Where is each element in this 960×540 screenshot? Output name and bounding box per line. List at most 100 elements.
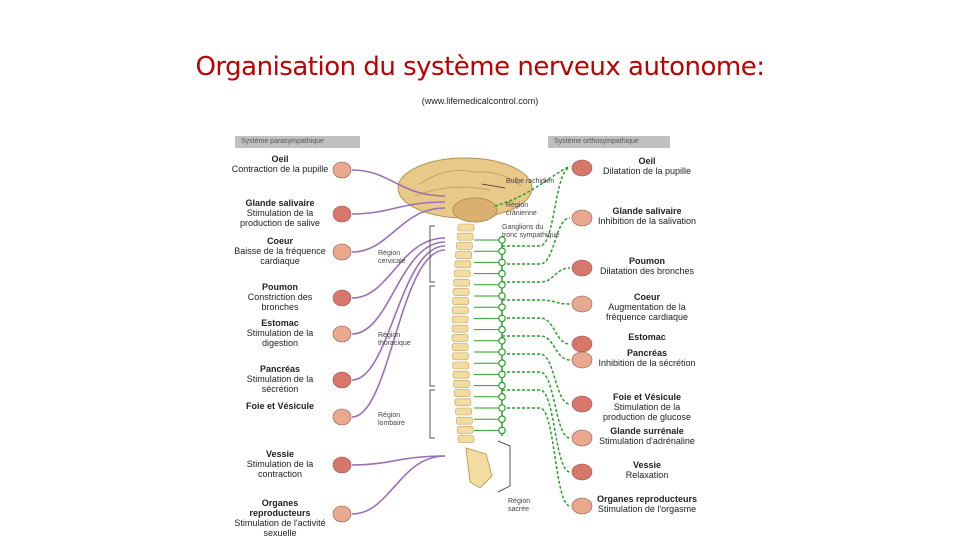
ortho-nerve-line (502, 371, 571, 439)
ortho-organ-name: Oeil (638, 156, 656, 166)
ortho-nerve-line (502, 267, 571, 283)
para-organ-name: Foie et Vésicule (245, 401, 315, 411)
ortho-organ-effect: Dilatation de la pupille (602, 166, 692, 176)
para-nerve-line (351, 455, 446, 515)
vertebra (456, 232, 474, 241)
ortho-organ-icon (571, 259, 593, 277)
ortho-organ-icon (571, 335, 593, 353)
organ-illustrations (332, 159, 593, 523)
ganglion-node (498, 269, 506, 278)
brain-fold (419, 170, 523, 187)
ganglion-node (498, 281, 506, 289)
para-organ-icon (332, 205, 352, 223)
para-organ-icon (332, 505, 352, 523)
ortho-organ-name: Poumon (629, 256, 665, 266)
para-organ-name: Oeil (271, 154, 289, 164)
ortho-organ-icon (571, 429, 593, 447)
spinal-column (451, 223, 493, 489)
region-label-cervicale: Région cervicale (378, 250, 406, 265)
ortho-nerve-line (502, 389, 571, 473)
region-label-bulbe: Bulbe rachidien (506, 178, 555, 185)
sympathetic-header: Système orthosympathique (548, 136, 670, 148)
para-organ-name: Glande salivaire (245, 198, 315, 208)
vertebra (457, 223, 475, 232)
ortho-organ-name: Glande surrénale (610, 426, 684, 436)
region-label-thoracique: Région thoracique (378, 332, 411, 347)
region-label-sacree: Région sacrée (508, 498, 531, 513)
para-organ-effect: Stimulation de la production de salive (239, 208, 321, 228)
ortho-organ-icon (571, 209, 593, 227)
vertebra (452, 361, 469, 370)
para-organ-name: Estomac (261, 318, 299, 328)
autonomic-nervous-system-figure: Système parasympathique Système orthosym… (230, 136, 705, 540)
ganglion-node (498, 292, 506, 300)
para-organ-icon (332, 243, 352, 261)
para-organ-icon (332, 456, 352, 474)
para-nerve-line (351, 207, 446, 253)
ortho-organ-effect: Relaxation (625, 470, 669, 480)
figure-drawing (332, 157, 593, 523)
ganglion-node (498, 236, 506, 244)
cervical-bracket (429, 225, 435, 283)
ganglion-node (498, 426, 506, 435)
ganglion-node (498, 348, 506, 356)
ortho-organ-effect: Inhibition de la salivation (597, 216, 697, 226)
page-title: Organisation du système nerveux autonome… (195, 52, 765, 82)
vertebra (452, 297, 469, 305)
vertebra (453, 380, 470, 388)
ortho-organ-effect: Inhibition de la sécrétion (598, 358, 696, 368)
ganglion-node (498, 359, 506, 368)
ortho-organ-name: Glande salivaire (612, 206, 682, 216)
vertebra (454, 398, 472, 407)
brainstem-illustration (452, 197, 498, 223)
ortho-cranial-line (494, 165, 571, 207)
para-organ-icon (332, 325, 352, 343)
ortho-organ-effect: Stimulation d'adrénaline (599, 436, 695, 446)
para-organ-name: Poumon (262, 282, 298, 292)
ortho-organ-effect: Dilatation des bronches (599, 266, 695, 276)
vertebra (453, 269, 471, 278)
ortho-nerve-line (502, 167, 571, 247)
ganglion-node (498, 392, 506, 401)
vertebra (451, 315, 469, 324)
para-organ-effect: Stimulation de la contraction (246, 459, 314, 479)
ortho-organ-icon (571, 295, 593, 313)
para-organ-effect: Baisse de la fréquence cardiaque (234, 246, 326, 266)
vertebra (452, 370, 470, 379)
vertebra (456, 426, 474, 434)
ortho-organ-effect: Stimulation de l'orgasme (597, 504, 697, 514)
ganglion-node (498, 337, 506, 345)
ganglion-node (498, 381, 506, 390)
vertebra (452, 306, 469, 315)
vertebra (454, 260, 472, 269)
ortho-organ-name: Organes reproducteurs (596, 494, 698, 504)
ganglion-node (498, 404, 506, 412)
vertebra (456, 242, 473, 250)
ortho-nerve-line (502, 217, 571, 265)
bulbe-pointer (481, 183, 506, 189)
ortho-organ-effect: Augmentation de la fréquence cardiaque (605, 302, 689, 322)
ortho-nerve-line (502, 317, 571, 345)
ortho-organ-name: Vessie (632, 460, 662, 470)
thoracic-bracket (429, 285, 435, 387)
para-organ-effect: Contraction de la pupille (231, 164, 329, 174)
source-caption: (www.lifemedicalcontrol.com) (421, 96, 539, 106)
vertebra (455, 251, 472, 259)
para-organ-name: Pancréas (259, 364, 301, 374)
ortho-organ-icon (571, 463, 593, 481)
para-organ-name: Organes reproducteurs (249, 498, 311, 518)
ortho-organ-name: Estomac (628, 332, 666, 342)
para-nerve-line (351, 237, 446, 299)
parasympathetic-header: Système parasympathique (235, 136, 360, 148)
ortho-organ-name: Pancréas (626, 348, 668, 358)
para-organ-icon (332, 371, 352, 389)
